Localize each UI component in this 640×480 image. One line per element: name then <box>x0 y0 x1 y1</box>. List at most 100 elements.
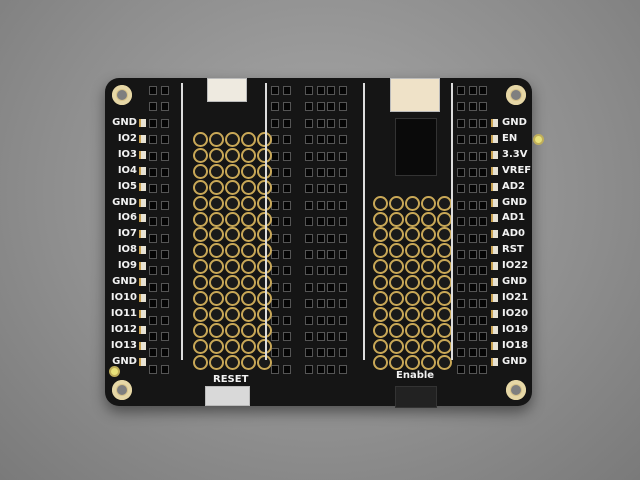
proto-pad <box>211 261 222 273</box>
proto-pad <box>243 197 254 209</box>
proto-pad <box>227 277 238 289</box>
header-pin <box>469 266 477 276</box>
header-pin <box>271 118 279 128</box>
header-pin <box>479 86 487 95</box>
header-pin <box>149 135 157 145</box>
header-pin <box>317 102 325 112</box>
header-pin <box>479 364 487 374</box>
pin-label: GND <box>502 355 527 367</box>
header-pin <box>469 135 477 145</box>
header-pin <box>479 348 487 358</box>
header-pin <box>479 200 487 210</box>
header-pin <box>305 168 313 177</box>
proto-pad <box>423 261 434 273</box>
header-pin <box>283 86 291 95</box>
header-pin <box>283 168 291 177</box>
pin-label: IO13 <box>110 339 137 351</box>
proto-pad <box>407 213 418 225</box>
header-pin <box>469 250 477 259</box>
header-pin <box>327 299 335 309</box>
proto-pad <box>243 261 254 273</box>
pin-label: IO21 <box>502 291 529 303</box>
pin-label: GND <box>502 196 527 208</box>
header-pin <box>305 299 313 309</box>
header-pin <box>457 200 465 210</box>
header-pin <box>149 364 157 374</box>
header-pin <box>283 364 291 374</box>
proto-pad <box>211 149 222 161</box>
proto-pad <box>439 340 450 352</box>
proto-pad <box>243 165 254 177</box>
proto-pad <box>227 134 238 145</box>
header-pin <box>271 200 279 210</box>
proto-pad <box>227 261 238 273</box>
header-pin <box>479 151 487 161</box>
header-pin <box>161 135 169 145</box>
header-pin <box>327 233 335 243</box>
proto-pad <box>259 340 270 352</box>
proto-pad <box>391 229 402 241</box>
header-pin <box>161 102 169 112</box>
proto-pad <box>375 261 386 273</box>
header-pin <box>317 299 325 309</box>
pin-label: IO11 <box>110 307 137 319</box>
header-pin <box>339 184 347 194</box>
enable-switch[interactable] <box>395 386 437 408</box>
solder-pad <box>491 309 498 318</box>
pin-label: GND <box>112 196 137 208</box>
proto-pad <box>375 277 386 289</box>
pin-label: IO3 <box>117 148 137 160</box>
proto-pad <box>195 293 206 304</box>
header-pin <box>283 299 291 309</box>
pin-label: IO19 <box>502 323 529 335</box>
pin-label: AD2 <box>502 180 525 192</box>
header-pin <box>457 299 465 309</box>
header-pin <box>317 282 325 292</box>
proto-pad <box>195 149 206 161</box>
proto-pad <box>391 261 402 273</box>
proto-pad <box>259 165 270 177</box>
header-pin <box>305 151 313 161</box>
header-pin <box>327 135 335 145</box>
header-pin <box>283 250 291 259</box>
proto-pad <box>423 277 434 289</box>
header-pin <box>339 135 347 145</box>
pin-label: IO2 <box>117 132 137 144</box>
solder-pad <box>491 341 498 350</box>
proto-pad <box>211 293 222 304</box>
header-pin <box>271 348 279 358</box>
proto-pad <box>375 197 386 209</box>
header-pin <box>339 364 347 374</box>
header-pin <box>479 102 487 112</box>
header-pin <box>339 168 347 177</box>
proto-pad <box>439 213 450 225</box>
silkscreen-line <box>363 83 365 360</box>
header-pin <box>327 315 335 325</box>
proto-pad <box>227 213 238 225</box>
header-pin <box>161 168 169 177</box>
proto-pad <box>243 181 254 193</box>
header-pin <box>317 118 325 128</box>
header-pin <box>327 118 335 128</box>
proto-pad <box>243 340 254 352</box>
header-pin <box>479 250 487 259</box>
header-pin <box>305 250 313 259</box>
header-pin <box>327 86 335 95</box>
header-pin <box>469 348 477 358</box>
header-pin <box>479 168 487 177</box>
reset-button[interactable] <box>205 386 250 406</box>
header-pin <box>283 184 291 194</box>
proto-pad <box>375 340 386 352</box>
header-pin <box>271 315 279 325</box>
solder-pad <box>139 278 146 286</box>
header-pin <box>317 135 325 145</box>
header-pin <box>283 200 291 210</box>
proto-pad <box>227 245 238 257</box>
proto-pad <box>407 324 418 336</box>
header-pin <box>161 86 169 95</box>
header-pin <box>317 332 325 341</box>
header-pin <box>339 102 347 112</box>
header-pin <box>161 233 169 243</box>
solder-pad <box>139 166 146 175</box>
